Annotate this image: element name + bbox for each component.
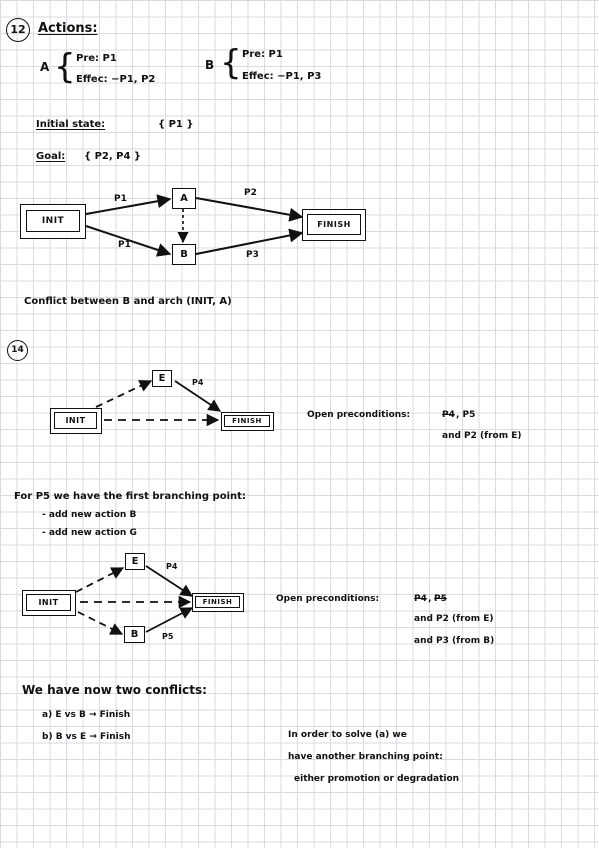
initial-state-label: Initial state: — [36, 119, 106, 130]
solve-line-1: In order to solve (a) we — [288, 730, 407, 740]
action-b-pre: Pre: P1 — [242, 49, 283, 60]
section-number-12: 12 — [6, 18, 30, 42]
action-b-brace: { — [220, 43, 242, 83]
branch-item-b: - add new action B — [42, 510, 137, 520]
open-pre2-p2-from-e: and P2 (from E) — [414, 614, 494, 624]
initial-state-value: { P1 } — [158, 119, 194, 130]
action-node-b: B — [172, 244, 196, 265]
edge-a-finish — [195, 197, 304, 222]
conflict-b: b) B vs E → Finish — [42, 732, 131, 742]
edge-label-init-b: P1 — [118, 240, 131, 250]
action-node-e-1: E — [152, 370, 172, 387]
edge-label-b-finish-2: P5 — [162, 632, 174, 641]
solve-line-2: have another branching point: — [288, 752, 443, 762]
edge-label-init-a: P1 — [114, 194, 127, 204]
edge-label-b-finish: P3 — [246, 250, 259, 260]
edge-label-e-finish-2: P4 — [166, 562, 178, 571]
edge-b-finish-2 — [145, 607, 194, 633]
solve-line-3: either promotion or degradation — [294, 774, 460, 784]
section-number-14: 14 — [7, 340, 28, 361]
edge-e-finish-2 — [145, 565, 194, 597]
action-b-effect: Effec: −P1, P3 — [242, 71, 322, 82]
action-node-e-2: E — [125, 553, 145, 570]
action-a-pre: Pre: P1 — [76, 53, 117, 64]
action-a-effect: Effec: −P1, P2 — [76, 74, 156, 85]
action-b-name: B — [205, 58, 215, 72]
edge-init-e-2 — [75, 567, 125, 593]
open-pre-p2-from-e: and P2 (from E) — [442, 431, 522, 441]
edge-e-finish — [174, 380, 222, 412]
open-pre2-struck-p5: P5 — [434, 594, 447, 604]
conflicts-intro: We have now two conflicts: — [22, 683, 207, 697]
open-pre2-struck-p4: P4 — [414, 594, 427, 604]
goal-value: { P2, P4 } — [84, 151, 142, 162]
edge-label-a-finish: P2 — [244, 188, 257, 198]
open-pre2-p3-from-b: and P3 (from B) — [414, 636, 495, 646]
edge-b-finish — [195, 228, 304, 255]
conflict-note: Conflict between B and arch (INIT, A) — [24, 296, 232, 307]
action-a-name: A — [40, 60, 50, 74]
action-node-b-2: B — [124, 626, 145, 643]
open-preconditions-label-2: Open preconditions: — [276, 594, 380, 604]
edge-init-b — [85, 225, 172, 257]
finish-node-1: FINISH — [302, 209, 366, 241]
edge-init-e — [95, 380, 153, 408]
open-pre-struck-p4: P4 — [442, 410, 455, 420]
open-pre-p5: , P5 — [456, 410, 476, 420]
finish-node-3: FINISH — [192, 593, 244, 612]
conflict-a: a) E vs B → Finish — [42, 710, 131, 720]
open-preconditions-label-1: Open preconditions: — [307, 410, 411, 420]
init-node-1: INIT — [20, 204, 86, 239]
action-node-a: A — [172, 188, 196, 209]
edge-init-a — [85, 194, 172, 215]
action-a-brace: { — [54, 47, 76, 87]
edge-init-b-2 — [77, 611, 124, 635]
init-node-3: INIT — [22, 590, 76, 616]
goal-label: Goal: — [36, 151, 66, 162]
branch-intro: For P5 we have the first branching point… — [14, 491, 246, 502]
actions-heading: Actions: — [38, 21, 98, 36]
branch-item-g: - add new action G — [42, 528, 137, 538]
init-node-2: INIT — [50, 408, 102, 434]
open-pre2-sep: , — [428, 594, 432, 604]
finish-node-2: FINISH — [221, 412, 274, 431]
edge-label-e-finish-1: P4 — [192, 378, 204, 387]
